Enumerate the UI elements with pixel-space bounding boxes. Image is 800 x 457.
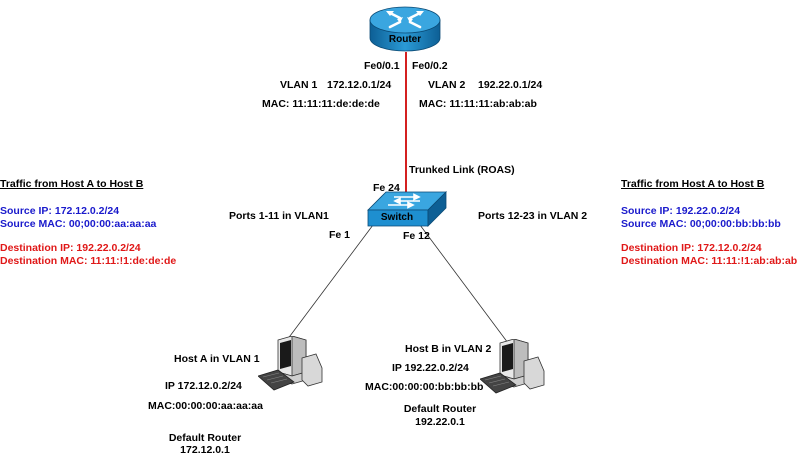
vlan2-mac: MAC: 11:11:11:ab:ab:ab (419, 98, 537, 110)
traffic-left-title: Traffic from Host A to Host B (0, 178, 144, 190)
host-b-link-line (419, 224, 509, 344)
switch-port-trunk: Fe 24 (373, 182, 400, 194)
traffic-left-destination-ip: Destination IP: 192.22.0.2/24 (0, 242, 141, 254)
switch-label: Switch (380, 212, 414, 223)
traffic-right-title: Traffic from Host A to Host B (621, 178, 765, 190)
switch-icon (367, 191, 447, 227)
switch-port-host-b: Fe 12 (403, 230, 430, 242)
host-a-ip: IP 172.12.0.2/24 (165, 380, 242, 392)
traffic-right-source-mac: Source MAC: 00;00:00:bb:bb:bb (621, 218, 781, 230)
router-icon (369, 6, 441, 52)
host-b-gateway-ip: 192.22.0.1 (415, 416, 465, 428)
traffic-left-destination-mac: Destination MAC: 11:11:!1:de:de:de (0, 255, 177, 267)
traffic-right-source-ip: Source IP: 192.22.0.2/24 (621, 205, 741, 217)
host-b-name: Host B in VLAN 2 (405, 343, 492, 355)
traffic-right-destination-ip: Destination IP: 172.12.0.2/24 (621, 242, 762, 254)
host-a-name: Host A in VLAN 1 (174, 353, 260, 365)
switch-ports-vlan1: Ports 1-11 in VLAN1 (229, 210, 329, 222)
vlan1-mac: MAC: 11:11:11:de:de:de (262, 98, 380, 110)
router-port-left: Fe0/0.1 (364, 60, 400, 72)
vlan1-ip: 172.12.0.1/24 (327, 79, 392, 91)
host-a-workstation-icon (258, 336, 323, 391)
host-b-gateway-label: Default Router (403, 403, 477, 415)
host-a-link-line (286, 224, 374, 341)
host-b-workstation-icon (480, 339, 545, 394)
host-a-gateway-ip: 172.12.0.1 (180, 444, 230, 456)
router-label: Router (388, 34, 422, 45)
trunk-link-label: Trunked Link (ROAS) (409, 164, 515, 176)
switch-port-host-a: Fe 1 (329, 229, 351, 241)
traffic-left-source-mac: Source MAC: 00;00:00:aa:aa:aa (0, 218, 157, 230)
host-b-ip: IP 192.22.0.2/24 (392, 362, 469, 374)
host-a-mac: MAC:00:00:00:aa:aa:aa (148, 400, 263, 412)
traffic-right-destination-mac: Destination MAC: 11:11:!1:ab:ab:ab (621, 255, 798, 267)
traffic-left-source-ip: Source IP: 172.12.0.2/24 (0, 205, 120, 217)
host-a-gateway-label: Default Router (168, 432, 242, 444)
router-port-right: Fe0/0.2 (412, 60, 448, 72)
vlan2-name: VLAN 2 (428, 79, 466, 91)
vlan1-name: VLAN 1 (280, 79, 318, 91)
vlan2-ip: 192.22.0.1/24 (478, 79, 543, 91)
switch-ports-vlan2: Ports 12-23 in VLAN 2 (478, 210, 588, 222)
host-b-mac: MAC:00:00:00:bb:bb:bb (365, 381, 484, 393)
